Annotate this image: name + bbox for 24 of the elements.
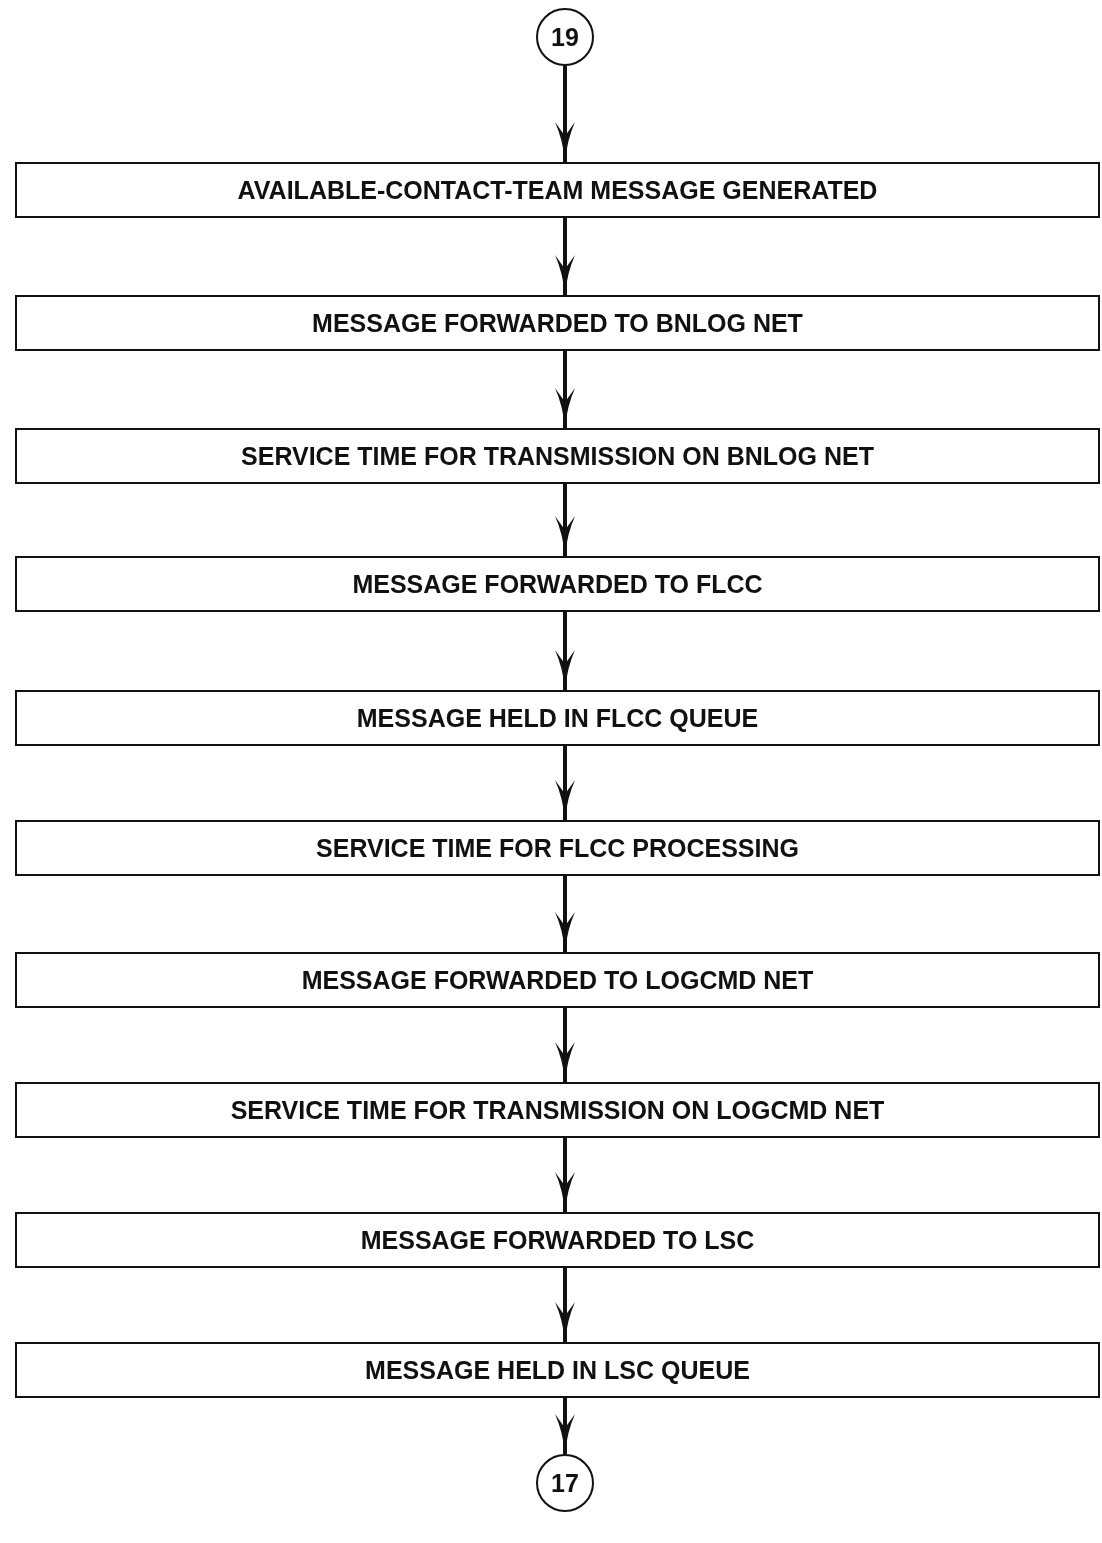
page-reference: 17 (551, 1468, 579, 1498)
process-box (15, 1342, 1100, 1398)
process-box (15, 162, 1100, 218)
process-box (15, 1082, 1100, 1138)
process-box (15, 295, 1100, 351)
connector-circle (536, 1454, 594, 1512)
page-reference: 19 (551, 22, 579, 52)
step-text: MESSAGE FORWARDED TO BNLOG NET (312, 308, 803, 338)
step-text: MESSAGE HELD IN FLCC QUEUE (356, 703, 759, 733)
step-text: MESSAGE FORWARDED TO LOGCMD NET (301, 965, 814, 995)
step-text: SERVICE TIME FOR FLCC PROCESSING (316, 833, 799, 863)
process-box (15, 952, 1100, 1008)
step-text: SERVICE TIME FOR TRANSMISSION ON BNLOG NET (241, 441, 874, 471)
process-box (15, 556, 1100, 612)
step-text: SERVICE TIME FOR TRANSMISSION ON LOGCMD NET (230, 1095, 885, 1125)
process-box (15, 428, 1100, 484)
connector-circle (536, 8, 594, 66)
step-text: MESSAGE FORWARDED TO LSC (360, 1225, 755, 1255)
step-text: MESSAGE FORWARDED TO FLCC (352, 569, 763, 599)
process-box (15, 1212, 1100, 1268)
process-box (15, 690, 1100, 746)
process-box (15, 820, 1100, 876)
step-text: AVAILABLE-CONTACT-TEAM MESSAGE GENERATED (237, 175, 878, 205)
step-text: MESSAGE HELD IN LSC QUEUE (365, 1355, 750, 1385)
